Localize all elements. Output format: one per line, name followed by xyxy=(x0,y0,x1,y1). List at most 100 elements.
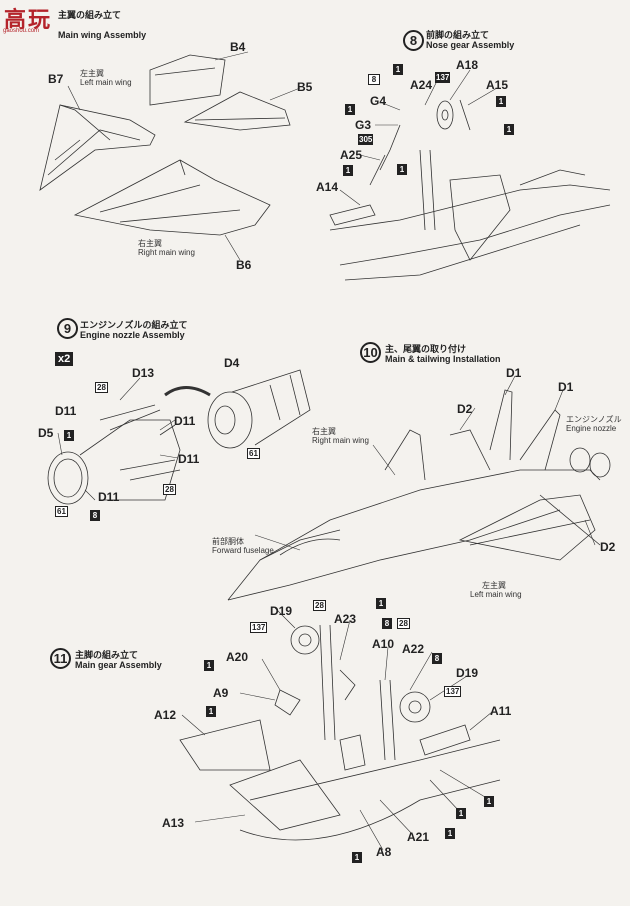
flap-b5-drawing xyxy=(183,91,291,131)
part-label-a14: A14 xyxy=(316,180,339,194)
paint-code-box: 28 xyxy=(95,382,108,393)
part-label-a15: A15 xyxy=(486,78,509,92)
watermark-url: gaoshou.com xyxy=(3,28,40,34)
right-main-wing-drawing xyxy=(73,159,271,236)
step9-title-jp: エンジンノズルの組み立て xyxy=(80,320,188,330)
engine-nozzle-drawing xyxy=(47,369,311,505)
paint-code-box: 28 xyxy=(397,618,410,629)
part-label-d2-b: D2 xyxy=(600,540,616,554)
part-label-b4: B4 xyxy=(230,40,246,54)
paint-code-box: 1 xyxy=(397,164,407,175)
right-wing10-jp: 右主翼 xyxy=(312,427,336,436)
aircraft-drawing xyxy=(227,389,611,601)
paint-code-box: 8 xyxy=(382,618,392,629)
paint-code-box: 137 xyxy=(444,686,462,697)
right-wing-en: Right main wing xyxy=(138,248,195,257)
paint-code-box: 1 xyxy=(345,104,355,115)
part-label-d2-a: D2 xyxy=(457,402,473,416)
step8-title-en: Nose gear Assembly xyxy=(426,40,515,50)
part-label-a21: A21 xyxy=(407,830,430,844)
part-label-a12: A12 xyxy=(154,708,177,722)
part-label-d11-d: D11 xyxy=(98,490,120,504)
paint-code-box: 137 xyxy=(435,72,451,83)
part-label-a24: A24 xyxy=(410,78,433,92)
part-label-a10: A10 xyxy=(372,637,395,651)
part-label-d1-a: D1 xyxy=(506,366,522,380)
step7-title-jp: 主翼の組み立て xyxy=(58,10,122,20)
paint-code-box: 1 xyxy=(204,660,214,671)
engine-jp: エンジンノズル xyxy=(566,415,622,424)
step11-title-en: Main gear Assembly xyxy=(75,660,162,670)
part-label-a22: A22 xyxy=(402,642,425,656)
nose-gear-drawing xyxy=(329,99,611,281)
fuselage-en: Forward fuselage xyxy=(212,546,274,555)
part-label-g4: G4 xyxy=(370,94,387,108)
part-label-a8: A8 xyxy=(376,845,392,859)
right-wing-jp: 右主翼 xyxy=(138,239,162,248)
paint-code-box: 8 xyxy=(432,653,442,664)
paint-code-box: 8 xyxy=(368,74,380,85)
part-label-b6: B6 xyxy=(236,258,252,272)
left-wing-en: Left main wing xyxy=(80,78,132,87)
paint-code-box: 1 xyxy=(456,808,466,819)
step9-number: 9 xyxy=(57,318,78,339)
paint-code-box: 1 xyxy=(504,124,514,135)
left-wing10-en: Left main wing xyxy=(470,590,522,599)
part-label-b7: B7 xyxy=(48,72,64,86)
paint-code-box: 28 xyxy=(163,484,176,495)
paint-code-box: 1 xyxy=(496,96,506,107)
part-label-a20: A20 xyxy=(226,650,249,664)
paint-code-box: 61 xyxy=(247,448,260,459)
part-label-d5: D5 xyxy=(38,426,54,440)
fuselage-jp: 前部胴体 xyxy=(212,537,244,546)
paint-code-box: 1 xyxy=(393,64,403,75)
paint-code-box: 1 xyxy=(206,706,216,717)
part-label-d4: D4 xyxy=(224,356,240,370)
flap-b4-drawing xyxy=(149,54,226,106)
step8-number: 8 xyxy=(403,30,424,51)
left-main-wing-drawing xyxy=(39,104,156,191)
watermark-name: 高玩 xyxy=(4,7,53,33)
step10-title-jp: 主、尾翼の取り付け xyxy=(385,344,467,354)
part-label-b5: B5 xyxy=(297,80,313,94)
step8-title-jp: 前脚の組み立て xyxy=(426,30,490,40)
part-label-d11-a: D11 xyxy=(55,404,77,418)
paint-code-box: 1 xyxy=(376,598,386,609)
left-wing-jp: 左主翼 xyxy=(80,69,104,78)
part-label-a11: A11 xyxy=(490,704,512,718)
part-label-d13: D13 xyxy=(132,366,155,380)
part-label-d19-a: D19 xyxy=(270,604,293,618)
engine-en: Engine nozzle xyxy=(566,424,617,433)
part-label-a23: A23 xyxy=(334,612,357,626)
step9-title-en: Engine nozzle Assembly xyxy=(80,330,185,340)
part-label-g3: G3 xyxy=(355,118,372,132)
part-label-d1-b: D1 xyxy=(558,380,574,394)
step11-number: 11 xyxy=(50,648,71,669)
paint-code-box: 137 xyxy=(250,622,268,633)
part-label-d11-c: D11 xyxy=(178,452,200,466)
step7-title-en: Main wing Assembly xyxy=(58,30,147,40)
main-gear-drawing xyxy=(179,624,501,841)
step11-title-jp: 主脚の組み立て xyxy=(75,650,139,660)
paint-code-box: 1 xyxy=(343,165,353,176)
part-label-d11-b: D11 xyxy=(174,414,196,428)
paint-code-box: 61 xyxy=(55,506,68,517)
part-label-a9: A9 xyxy=(213,686,229,700)
paint-code-box: 1 xyxy=(352,852,362,863)
paint-code-box: 305 xyxy=(358,134,374,145)
paint-code-box: 1 xyxy=(64,430,74,441)
paint-code-box: 1 xyxy=(445,828,455,839)
multiplier-badge: x2 xyxy=(55,352,74,366)
part-label-d19-b: D19 xyxy=(456,666,479,680)
paint-code-box: 1 xyxy=(484,796,494,807)
part-label-a25: A25 xyxy=(340,148,363,162)
right-wing10-en: Right main wing xyxy=(312,436,369,445)
paint-code-box: 28 xyxy=(313,600,326,611)
part-label-a18: A18 xyxy=(456,58,479,72)
step10-number: 10 xyxy=(360,342,381,363)
left-wing10-jp: 左主翼 xyxy=(482,581,506,590)
part-label-a13: A13 xyxy=(162,816,185,830)
paint-code-box: 8 xyxy=(90,510,100,521)
